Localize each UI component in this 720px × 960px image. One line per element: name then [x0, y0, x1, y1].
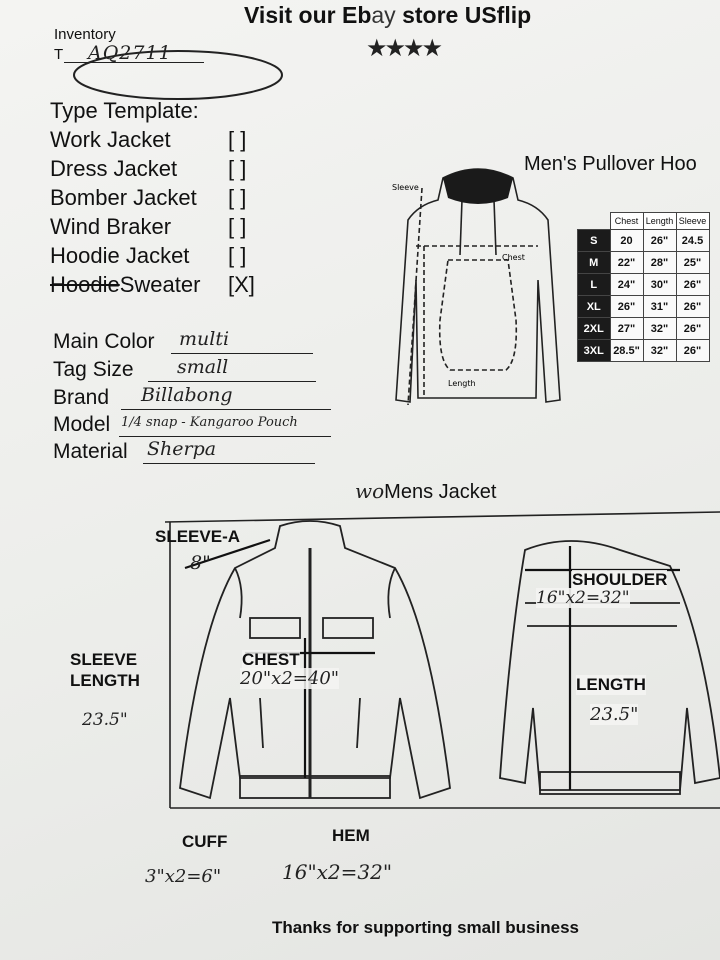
type-option-bomber-jacket: Bomber Jacket[ ]	[50, 185, 247, 210]
hem-label: HEM	[332, 826, 370, 845]
hem-value: 16"x2=32"	[282, 860, 393, 884]
model-field: Model 1/4 snap - Kangaroo Pouch	[53, 413, 331, 437]
jacket-section-title: woMens Jacket	[355, 479, 497, 503]
sleeve-length-value: 23.5"	[82, 710, 128, 730]
chest-value: 20"x2=40"	[240, 668, 340, 689]
star-rating-icon: ★★★★	[366, 35, 443, 62]
table-row: XL 26" 31" 26"	[577, 295, 710, 318]
page-title: Visit our Ebay store USflip	[244, 2, 532, 28]
chest-label: CHEST	[242, 650, 300, 670]
table-row: S 20 26" 24.5	[577, 229, 710, 252]
hoodie-section-title: Men's Pullover Hoo	[524, 153, 697, 175]
table-row: L 24" 30" 26"	[577, 273, 710, 296]
type-option-wind-braker: Wind Braker[ ]	[50, 214, 247, 239]
type-option-sweater-checked: HoodieSweater[X]	[50, 272, 255, 297]
table-row: 2XL 27" 32" 26"	[577, 317, 710, 340]
inventory-label: Inventory	[54, 26, 116, 43]
table-header: Sleeve	[675, 212, 710, 230]
hoodie-chest-label: Chest	[502, 253, 525, 262]
hoodie-size-table: Chest Length Sleeve S 20 26" 24.5 M 22" …	[577, 212, 710, 362]
length-value: 23.5"	[590, 704, 639, 725]
tag-size-field: Tag Size small	[53, 356, 316, 382]
type-option-work-jacket: Work Jacket[ ]	[50, 127, 247, 152]
cuff-value: 3"x2=6"	[145, 866, 222, 887]
inventory-line	[64, 62, 204, 63]
hoodie-sleeve-label: Sleeve	[392, 183, 419, 192]
table-row: M 22" 28" 25"	[577, 251, 710, 274]
hoodie-length-label: Length	[448, 379, 476, 388]
shoulder-value: 16"x2=32"	[536, 588, 630, 608]
main-color-field: Main Color multi	[53, 328, 313, 354]
inventory-prefix: T	[54, 46, 64, 63]
brand-field: Brand Billabong	[53, 384, 331, 410]
shoulder-label: SHOULDER	[572, 570, 668, 590]
type-option-dress-jacket: Dress Jacket[ ]	[50, 156, 247, 181]
cuff-label: CUFF	[182, 832, 228, 851]
sleeve-length-label-line2: LENGTH	[70, 671, 140, 690]
hoodie-diagram: Sleeve Chest Length	[392, 168, 561, 406]
table-header: Length	[642, 212, 677, 230]
table-row: 3XL 28.5" 32" 26"	[577, 339, 710, 362]
type-template-title: Type Template:	[50, 98, 199, 123]
table-header: Chest	[609, 212, 644, 230]
length-label: LENGTH	[576, 675, 646, 695]
footer-thanks: Thanks for supporting small business	[272, 918, 579, 937]
circled-mark	[73, 50, 283, 100]
material-field: Material Sherpa	[53, 438, 315, 464]
type-option-hoodie-jacket: Hoodie Jacket[ ]	[50, 243, 247, 268]
sleeve-a-label: SLEEVE-A	[155, 527, 241, 546]
sleeve-a-value: 8"	[190, 552, 211, 574]
sleeve-length-label-line1: SLEEVE	[70, 650, 138, 669]
